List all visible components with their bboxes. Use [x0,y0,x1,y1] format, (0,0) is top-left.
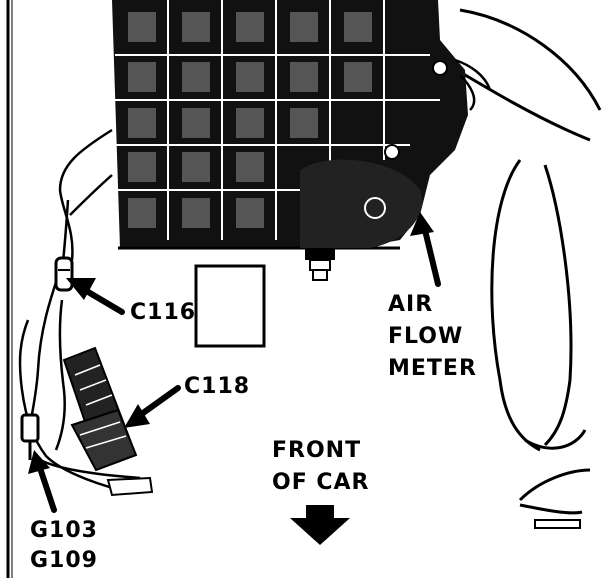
ground-point-g103-g109 [20,413,40,460]
c118-arrow-icon [124,385,181,428]
g103-arrow-icon [28,450,57,513]
c116-arrow-icon [66,278,125,315]
g103-label: G103 [30,518,98,543]
body-panel-edge [6,0,13,578]
air-flow-meter-label-line3: METER [388,356,477,381]
pointer-arrows [28,212,441,545]
air-flow-meter-arrow-icon [410,212,441,287]
front-of-car-label-line2: OF CAR [272,470,370,495]
c118-connector [62,346,154,497]
g109-label: G109 [30,548,98,573]
mounting-bracket [194,264,266,348]
c116-connector [54,256,74,292]
air-flow-meter-label-line1: AIR [388,292,434,317]
air-flow-meter-label-line2: FLOW [388,324,464,349]
front-of-car-label-line1: FRONT [272,438,362,463]
wiring-harness [18,58,492,492]
c116-label: C116 [130,300,197,325]
front-of-car-arrow-icon [290,505,350,545]
c118-label: C118 [184,374,251,399]
air-flow-meter-body [300,159,423,281]
